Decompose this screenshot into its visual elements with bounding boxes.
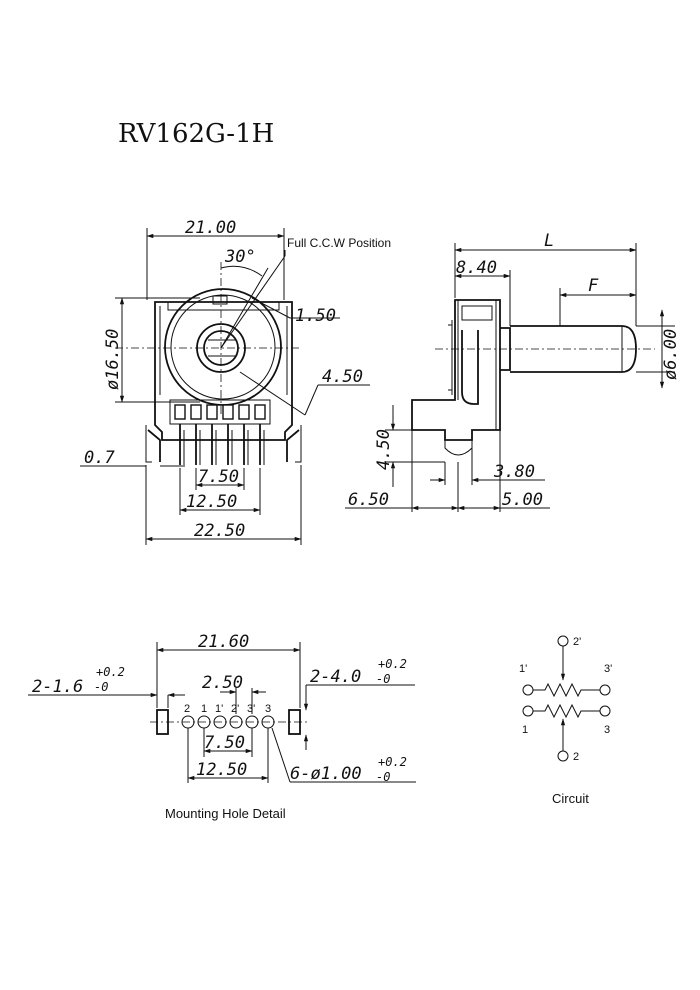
circuit-diagram: 2' 1' 3' 1 3 2 Circuit xyxy=(519,635,612,806)
dim-shaft-diameter: ø6.00 xyxy=(661,329,681,380)
dim-angle: 30° xyxy=(224,247,256,267)
ccw-position-label: Full C.C.W Position xyxy=(287,236,391,250)
side-view: L 8.40 F ø6.00 4.50 3.80 6.50 xyxy=(345,231,681,512)
dim-2-50: 2.50 xyxy=(202,673,243,693)
dim-12-50-mount: 12.50 xyxy=(196,760,247,780)
dim-6-50: 6.50 xyxy=(348,490,389,510)
front-view: 21.00 30° Full C.C.W Position 1.50 ø16.5… xyxy=(80,218,391,545)
circuit-pin-1: 1 xyxy=(522,724,528,736)
dim-diameter: ø16.50 xyxy=(103,329,123,390)
dim-1-50: 1.50 xyxy=(295,306,336,326)
mounting-caption: Mounting Hole Detail xyxy=(165,806,286,821)
circuit-pin-3-prime: 3' xyxy=(604,663,612,675)
circuit-pin-2-prime: 2' xyxy=(573,636,581,648)
dim-holes-tol-plus: +0.2 xyxy=(378,755,407,769)
dim-slot-right-tol-minus: -0 xyxy=(376,672,390,686)
circuit-pin-2: 2 xyxy=(573,751,579,763)
dim-0-7: 0.7 xyxy=(84,448,115,468)
dim-slot-right: 2-4.0 xyxy=(310,667,361,687)
mount-pin-label-3: 1' xyxy=(215,703,223,715)
mounting-hole-detail: 2 1 1' 2' 3' 3 21.60 2-1.6 +0.2 -0 2-4.0… xyxy=(28,632,416,821)
dim-7-50-mount: 7.50 xyxy=(204,733,245,753)
dim-21-60: 21.60 xyxy=(198,632,249,652)
mount-pin-label-1: 2 xyxy=(184,703,190,715)
mount-pin-label-4: 2' xyxy=(231,703,239,715)
mount-pin-label-5: 3' xyxy=(247,703,255,715)
dim-3-80: 3.80 xyxy=(493,462,535,482)
dim-F: F xyxy=(588,276,599,296)
dim-8-40: 8.40 xyxy=(456,258,497,278)
mount-pin-label-6: 3 xyxy=(265,703,271,715)
terminal-pins xyxy=(174,404,266,465)
dim-5-00: 5.00 xyxy=(502,490,543,510)
mounting-holes xyxy=(181,715,275,729)
mount-pin-label-2: 1 xyxy=(201,703,207,715)
dim-slot-left: 2-1.6 xyxy=(32,677,83,697)
circuit-pin-3: 3 xyxy=(604,724,610,736)
circuit-pin-1-prime: 1' xyxy=(519,663,527,675)
dim-slot-left-tol-plus: +0.2 xyxy=(96,665,125,679)
dim-12-50-front: 12.50 xyxy=(186,492,237,512)
dim-holes: 6-ø1.00 xyxy=(290,764,362,784)
dim-4-50-front: 4.50 xyxy=(322,367,363,387)
dim-width-bottom: 22.50 xyxy=(194,521,245,541)
dim-width-top: 21.00 xyxy=(185,218,236,238)
dim-L: L xyxy=(544,231,554,251)
circuit-caption: Circuit xyxy=(552,791,589,806)
dim-slot-right-tol-plus: +0.2 xyxy=(378,657,407,671)
dim-4-50-side: 4.50 xyxy=(374,429,394,470)
dim-slot-left-tol-minus: -0 xyxy=(94,680,108,694)
dim-7-50-front: 7.50 xyxy=(198,467,239,487)
page-title: RV162G-1H xyxy=(118,119,274,149)
dim-holes-tol-minus: -0 xyxy=(376,770,390,784)
